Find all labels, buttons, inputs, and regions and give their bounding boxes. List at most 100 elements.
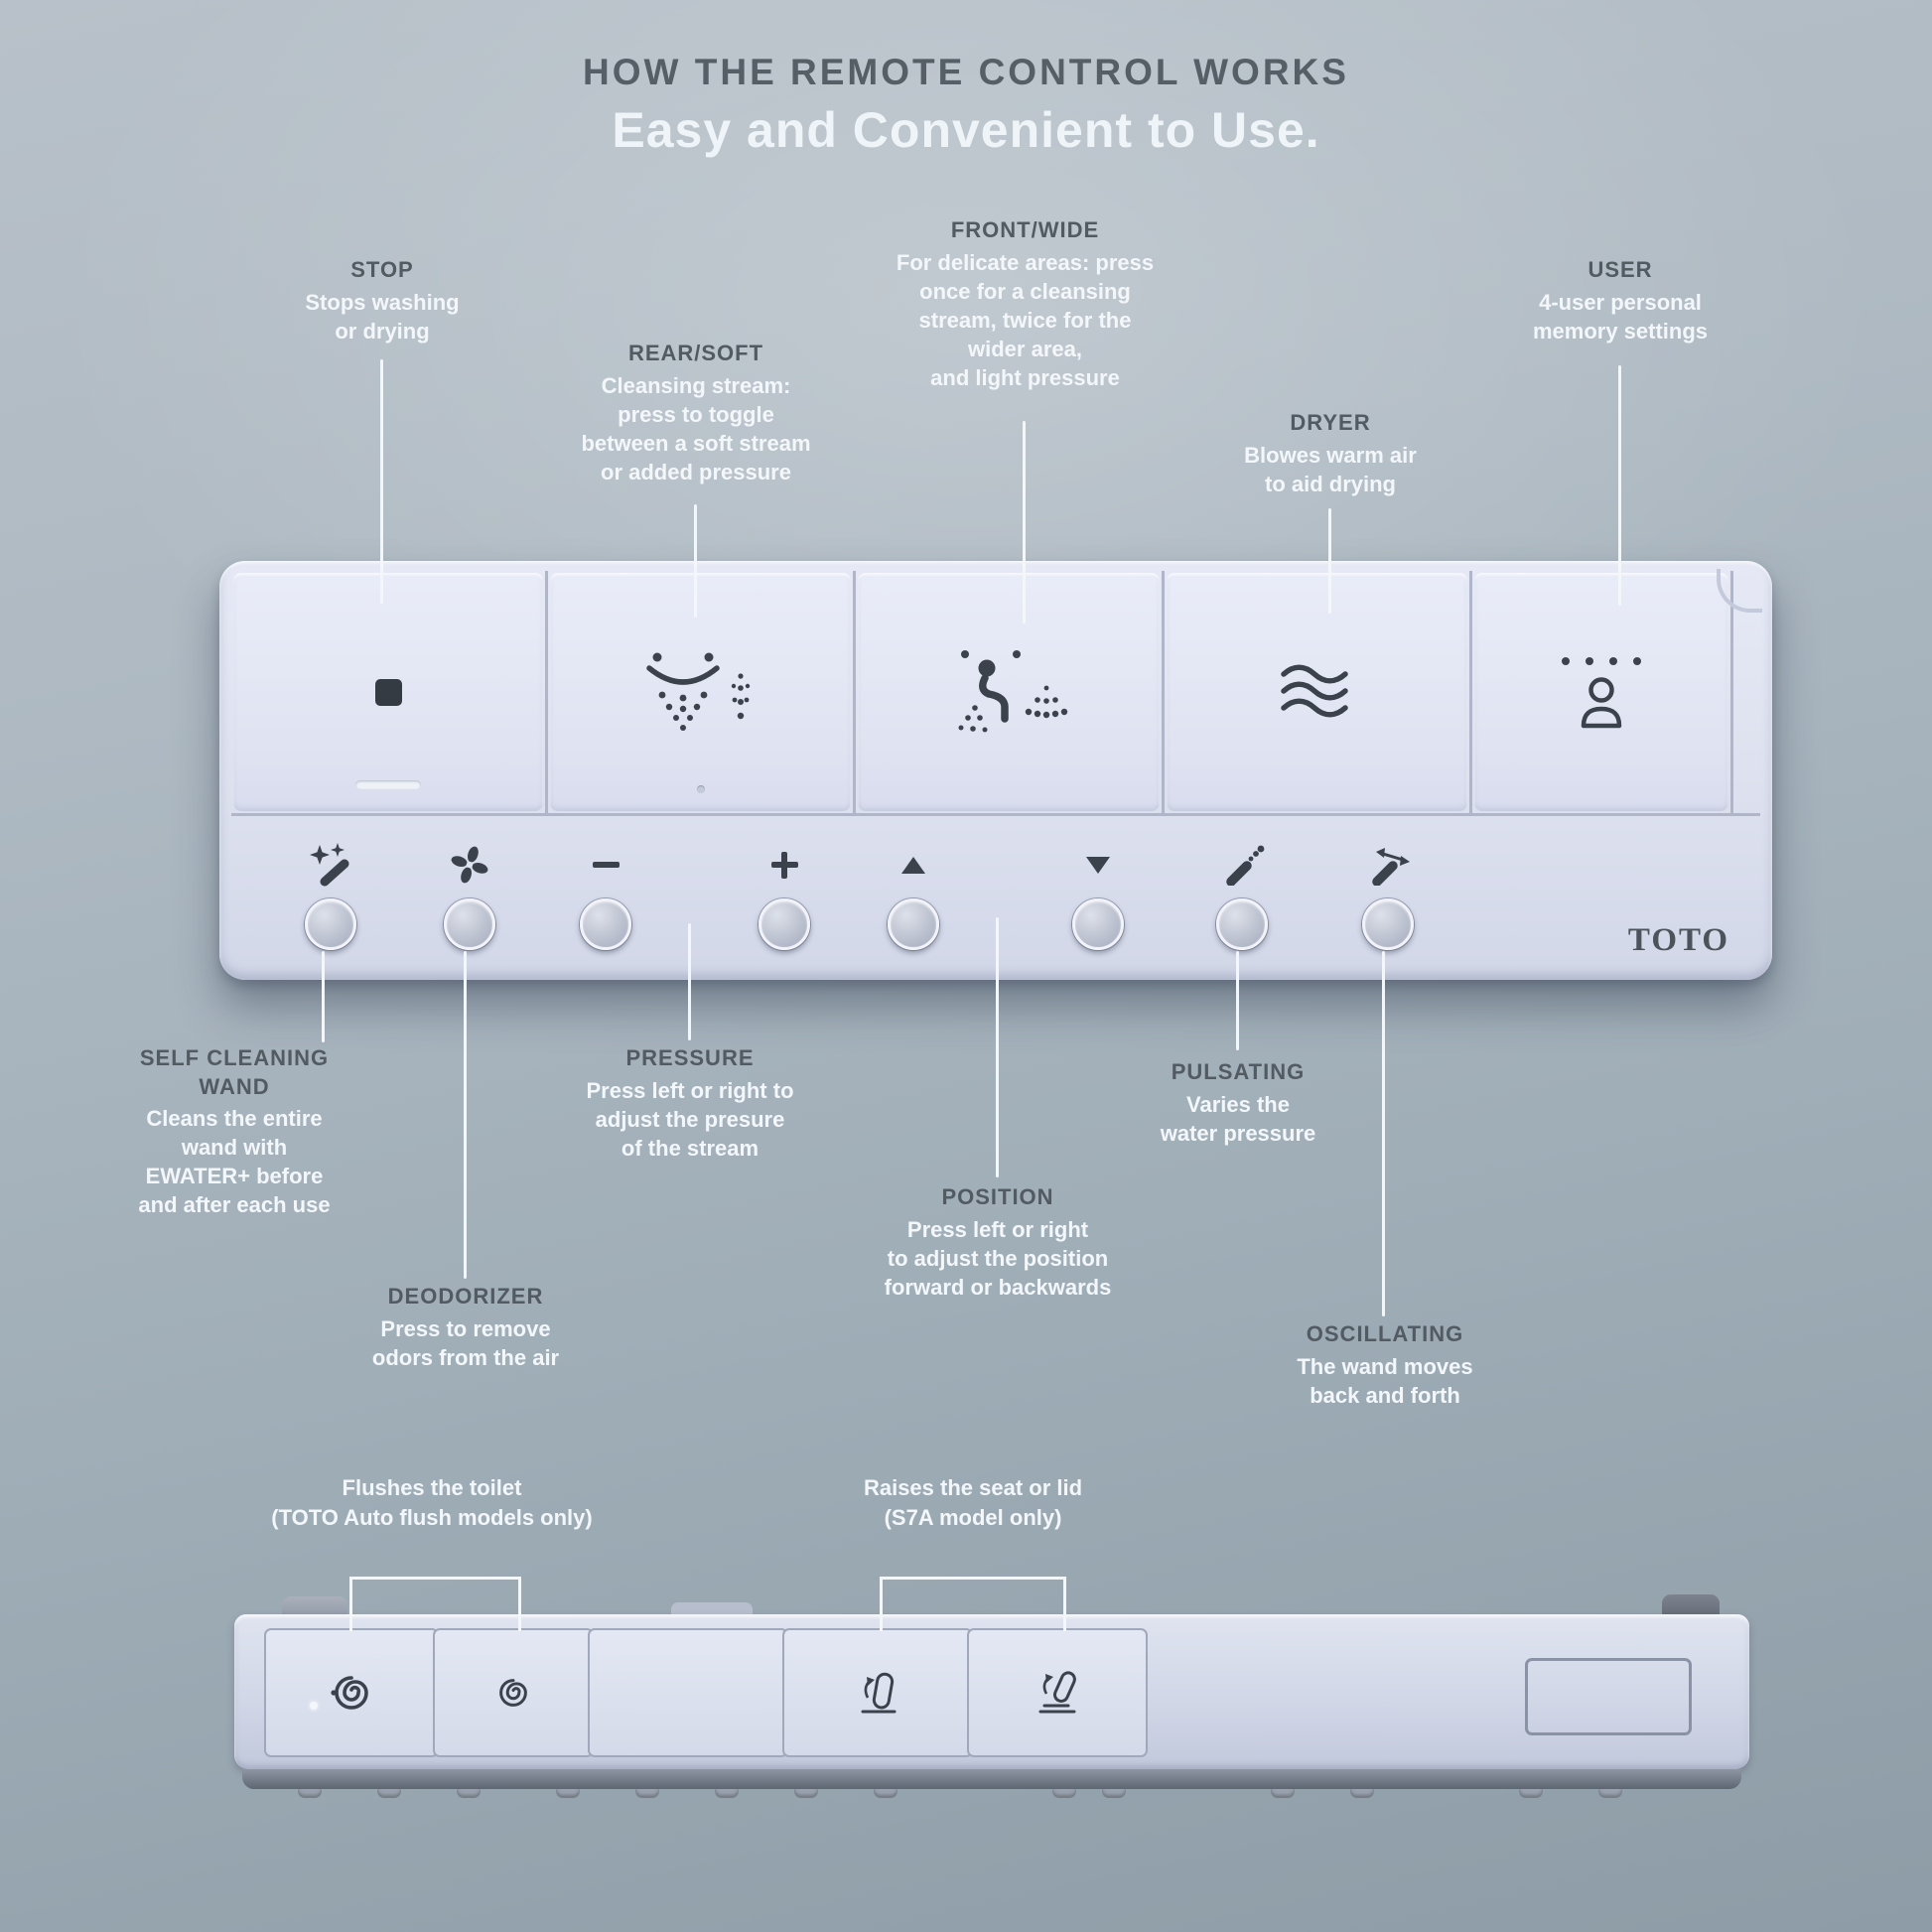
callout-pulsating: PULSATING Varies the water pressure — [1114, 1058, 1362, 1148]
sparkle-wand-icon — [310, 843, 349, 887]
seat-raise-key[interactable] — [782, 1628, 973, 1757]
connector-oscillating — [1382, 951, 1385, 1316]
callout-dryer-heading: DRYER — [1290, 410, 1371, 435]
callout-deodorizer: DEODORIZER Press to remove odors from th… — [312, 1283, 620, 1372]
connector-stop — [380, 359, 383, 604]
callout-dryer-body: Blowes warm air to aid drying — [1244, 442, 1417, 496]
rear-soft-key[interactable] — [550, 573, 851, 811]
triangle-down-icon — [1086, 856, 1110, 874]
position-up-button[interactable] — [888, 898, 939, 950]
pressure-plus-button[interactable] — [759, 898, 810, 950]
callout-user-heading: USER — [1587, 257, 1653, 282]
flush-light-spiral-icon — [499, 1679, 527, 1707]
connector-position — [996, 917, 999, 1177]
lid-raise-icon — [1038, 1671, 1076, 1714]
flush-spiral-icon — [331, 1676, 368, 1710]
page-title: HOW THE REMOTE CONTROL WORKS — [583, 52, 1349, 92]
callout-self-cleaning-wand: SELF CLEANING WAND Cleans the entire wan… — [99, 1044, 369, 1219]
callout-self-cleaning-wand-body: Cleans the entire wand with EWATER+ befo… — [138, 1106, 331, 1218]
flush-light-key[interactable] — [433, 1628, 594, 1757]
toto-logo: TOTO — [1627, 922, 1730, 958]
row-divider — [231, 813, 1760, 816]
stop-square-icon — [374, 678, 402, 706]
key-divider — [853, 571, 856, 813]
position-down-button[interactable] — [1072, 898, 1124, 950]
callout-rear-soft-heading: REAR/SOFT — [627, 341, 764, 365]
oscillating-button[interactable] — [1362, 898, 1414, 950]
oscillating-wand-icon — [1372, 848, 1410, 886]
remote-top-edge — [242, 1769, 1741, 1789]
oscillating-control — [1356, 837, 1420, 950]
key-divider — [1730, 571, 1733, 813]
callout-deodorizer-heading: DEODORIZER — [387, 1284, 544, 1309]
callout-position: POSITION Press left or right to adjust t… — [832, 1183, 1164, 1302]
position-up-control — [882, 837, 945, 950]
flush-led-dot — [310, 1702, 318, 1710]
plus-icon — [770, 851, 798, 879]
self-cleaning-wand-button[interactable] — [305, 898, 356, 950]
bracket-seat-lid — [880, 1577, 1066, 1631]
callout-position-heading: POSITION — [941, 1184, 1054, 1209]
key-divider — [545, 571, 548, 813]
front-wide-key[interactable] — [858, 573, 1160, 811]
minus-icon — [592, 862, 620, 868]
pressure-minus-button[interactable] — [580, 898, 631, 950]
flush-full-key[interactable] — [264, 1628, 439, 1757]
rear-led-dot — [696, 785, 705, 793]
pressure-minus-control — [574, 837, 637, 950]
blank-key — [588, 1628, 788, 1757]
callout-position-body: Press left or right to adjust the positi… — [884, 1216, 1112, 1300]
callout-front-wide: FRONT/WIDE For delicate areas: press onc… — [854, 216, 1196, 392]
callout-pressure-body: Press left or right to adjust the presur… — [586, 1077, 794, 1161]
callout-stop-heading: STOP — [350, 257, 414, 282]
callout-pressure: PRESSURE Press left or right to adjust t… — [536, 1044, 844, 1163]
connector-front-wide — [1023, 421, 1026, 623]
callout-oscillating-body: The wand moves back and forth — [1297, 1353, 1473, 1408]
deodorizer-button[interactable] — [444, 898, 495, 950]
callout-seat-lid: Raises the seat or lid (S7A model only) — [784, 1473, 1162, 1532]
triangle-up-icon — [901, 856, 925, 874]
callout-front-wide-heading: FRONT/WIDE — [950, 217, 1100, 242]
callout-pulsating-heading: PULSATING — [1171, 1059, 1306, 1084]
callout-user-body: 4-user personal memory settings — [1532, 289, 1709, 344]
pressure-plus-control — [753, 837, 816, 950]
remote-control-front: TOTO — [219, 561, 1772, 980]
dryer-key[interactable] — [1167, 573, 1467, 811]
user-person-icon — [1562, 657, 1641, 729]
callout-user: USER 4-user personal memory settings — [1471, 256, 1769, 345]
callout-rear-soft-body: Cleansing stream: press to toggle betwee… — [581, 372, 811, 484]
callout-seat-lid-text: Raises the seat or lid (S7A model only) — [863, 1475, 1083, 1530]
top-view-label-plate — [1525, 1658, 1692, 1735]
rear-soft-spray-icon — [645, 652, 750, 731]
self-cleaning-wand-control — [299, 837, 362, 950]
connector-user — [1618, 365, 1621, 606]
remote-control-top-view — [234, 1614, 1749, 1769]
callout-deodorizer-body: Press to remove odors from the air — [371, 1315, 560, 1370]
callout-oscillating: OSCILLATING The wand moves back and fort… — [1246, 1320, 1524, 1410]
callout-dryer: DRYER Blowes warm air to aid drying — [1183, 409, 1477, 498]
bracket-flush — [349, 1577, 521, 1631]
lid-raise-key[interactable] — [967, 1628, 1148, 1757]
callout-rear-soft: REAR/SOFT Cleansing stream: press to tog… — [532, 340, 860, 486]
front-wide-spray-icon — [958, 650, 1068, 733]
pulsating-control — [1210, 837, 1274, 950]
remote-corner-clip — [1717, 569, 1762, 613]
connector-deodorizer — [464, 951, 467, 1279]
callout-oscillating-heading: OSCILLATING — [1306, 1321, 1464, 1346]
connector-pulsating — [1236, 951, 1239, 1050]
callout-stop: STOP Stops washing or drying — [253, 256, 511, 345]
fan-icon — [451, 846, 488, 884]
connector-rear-soft — [694, 504, 697, 618]
callout-flush-text: Flushes the toilet (TOTO Auto flush mode… — [271, 1475, 593, 1530]
seat-raise-icon — [861, 1672, 897, 1714]
callout-pressure-heading: PRESSURE — [625, 1045, 755, 1070]
pulsating-button[interactable] — [1216, 898, 1268, 950]
position-down-control — [1066, 837, 1130, 950]
user-key[interactable] — [1474, 573, 1728, 811]
callout-self-cleaning-wand-heading: SELF CLEANING WAND — [139, 1045, 330, 1099]
callout-flush: Flushes the toilet (TOTO Auto flush mode… — [213, 1473, 650, 1532]
stop-key[interactable] — [233, 573, 543, 811]
connector-dryer — [1328, 508, 1331, 614]
dryer-waves-icon — [1280, 664, 1348, 718]
page-subtitle: Easy and Convenient to Use. — [612, 102, 1320, 158]
